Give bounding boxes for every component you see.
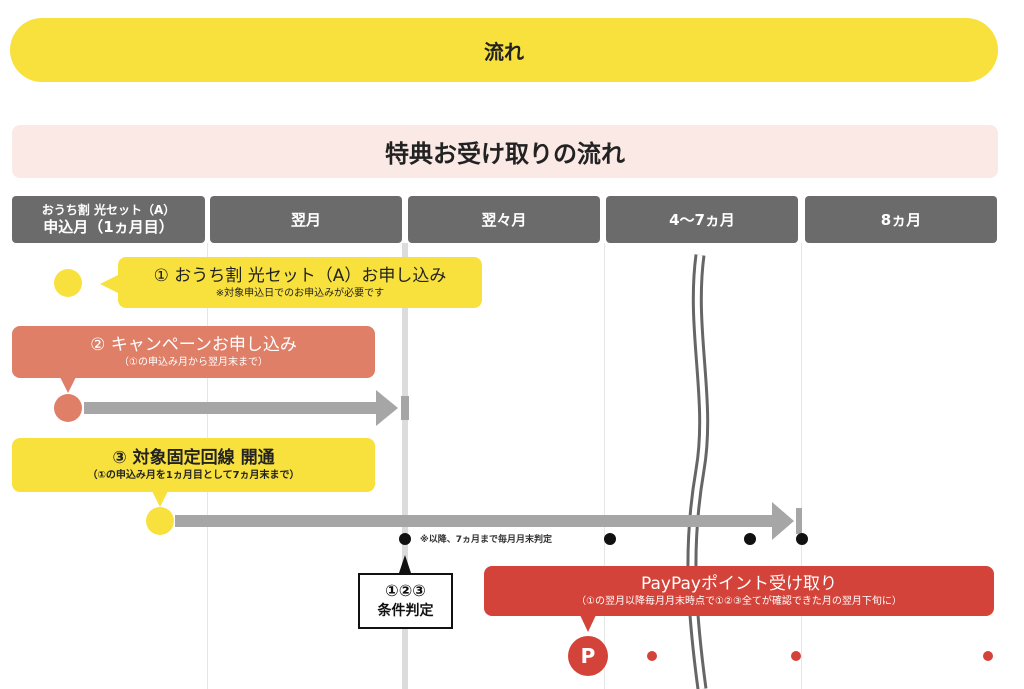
step3-bubble: ③ 対象固定回線 開通 （①の申込み月を1ヵ月目として7ヵ月末まで） <box>12 438 375 492</box>
grid-line <box>604 243 605 689</box>
judgement-dot <box>744 533 756 545</box>
step3-note: （①の申込み月を1ヵ月目として7ヵ月末まで） <box>87 470 300 481</box>
bubble-pointer <box>152 491 168 507</box>
paypay-point-icon: P <box>568 636 608 676</box>
wavy-break-icon <box>686 254 710 689</box>
judgement-line <box>402 243 408 689</box>
step2-bubble: ② キャンペーンお申し込み （①の申込み月から翌月末まで） <box>12 326 375 378</box>
step2-dot <box>54 394 82 422</box>
column-header-8-months: 8ヵ月 <box>805 196 997 243</box>
step2-arrow <box>84 402 380 414</box>
step3-dot <box>146 507 174 535</box>
judgement-label: 条件判定 <box>377 603 434 619</box>
judgement-dot <box>604 533 616 545</box>
paypay-dot <box>983 651 993 661</box>
column-header-next-month: 翌月 <box>210 196 402 243</box>
bubble-pointer <box>580 615 596 632</box>
column-header-month-after-next: 翌々月 <box>408 196 600 243</box>
column-header-apply-month: おうち割 光セット（A） 申込月（1ヵ月目） <box>12 196 205 243</box>
bubble-pointer <box>100 274 120 294</box>
judgement-dot <box>796 533 808 545</box>
step2-end-bar <box>401 396 409 420</box>
flow-header: 流れ <box>10 18 998 82</box>
paypay-dot <box>647 651 657 661</box>
bubble-pointer <box>60 377 76 393</box>
column-header-4-7-months: 4〜7ヵ月 <box>606 196 798 243</box>
column-header-line2: 申込月（1ヵ月目） <box>43 218 174 236</box>
judgement-note: ※以降、7ヵ月まで毎月月末判定 <box>420 535 553 545</box>
step1-dot <box>54 269 82 297</box>
step3-arrow <box>175 515 775 527</box>
judgement-pointer <box>399 555 411 573</box>
step1-note: ※対象申込日でのお申込みが必要です <box>215 287 385 299</box>
step2-title: ② キャンペーンお申し込み <box>90 335 297 355</box>
judgement-numbers: ①②③ <box>385 581 426 600</box>
step1-title: ① おうち割 光セット（A）お申し込み <box>153 265 447 286</box>
grid-line <box>801 243 802 689</box>
condition-judgement-box: ①②③ 条件判定 <box>358 573 453 629</box>
step1-bubble: ① おうち割 光セット（A）お申し込み ※対象申込日でのお申込みが必要です <box>118 257 482 308</box>
judgement-dot <box>399 533 411 545</box>
paypay-title: PayPayポイント受け取り <box>641 574 837 594</box>
section-title: 特典お受け取りの流れ <box>12 125 998 178</box>
paypay-bubble: PayPayポイント受け取り （①の翌月以降毎月月末時点で①②③全てが確認できた… <box>484 566 994 616</box>
step3-title: ③ 対象固定回線 開通 <box>112 448 275 468</box>
step3-end-bar <box>796 508 802 534</box>
paypay-dot <box>791 651 801 661</box>
paypay-note: （①の翌月以降毎月月末時点で①②③全てが確認できた月の翌月下旬に） <box>576 596 902 607</box>
step2-note: （①の申込み月から翌月末まで） <box>119 357 268 368</box>
step3-arrowhead <box>772 502 794 540</box>
column-header-line1: おうち割 光セット（A） <box>41 203 176 217</box>
step2-arrowhead <box>376 390 398 426</box>
